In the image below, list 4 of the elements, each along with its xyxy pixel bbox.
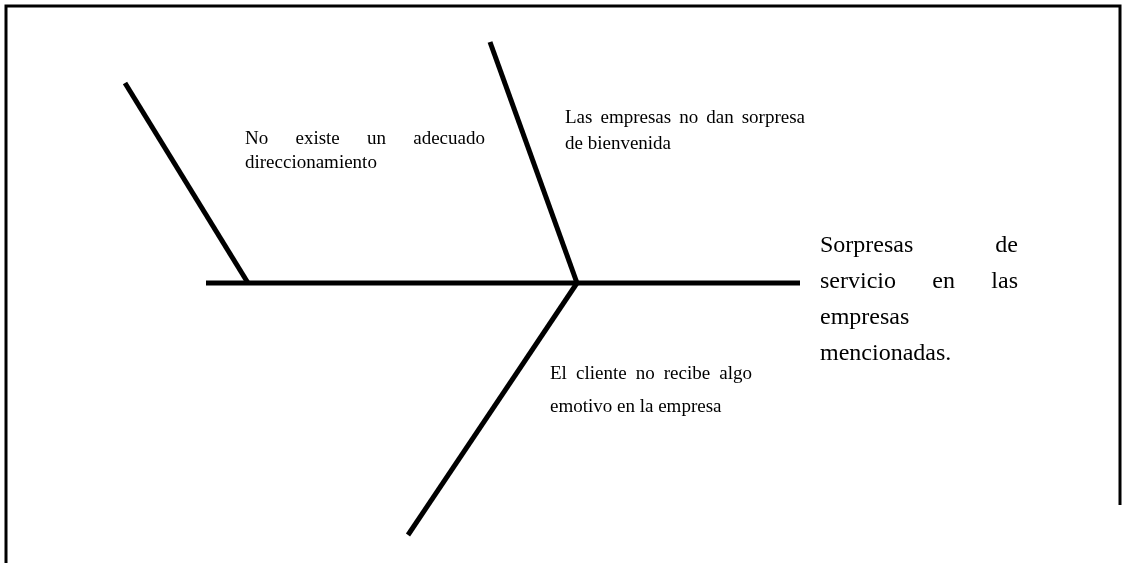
effect-text: Sorpresas de servicio en las empresas mencionadas. <box>820 230 1018 367</box>
cause-text: Las empresas no dan sorpresa de bienvenida <box>565 105 805 155</box>
cause-text: El cliente no recibe algo emotivo en la empresa <box>550 361 752 418</box>
cause-text: No existe un adecuado direccionamiento <box>245 126 485 174</box>
